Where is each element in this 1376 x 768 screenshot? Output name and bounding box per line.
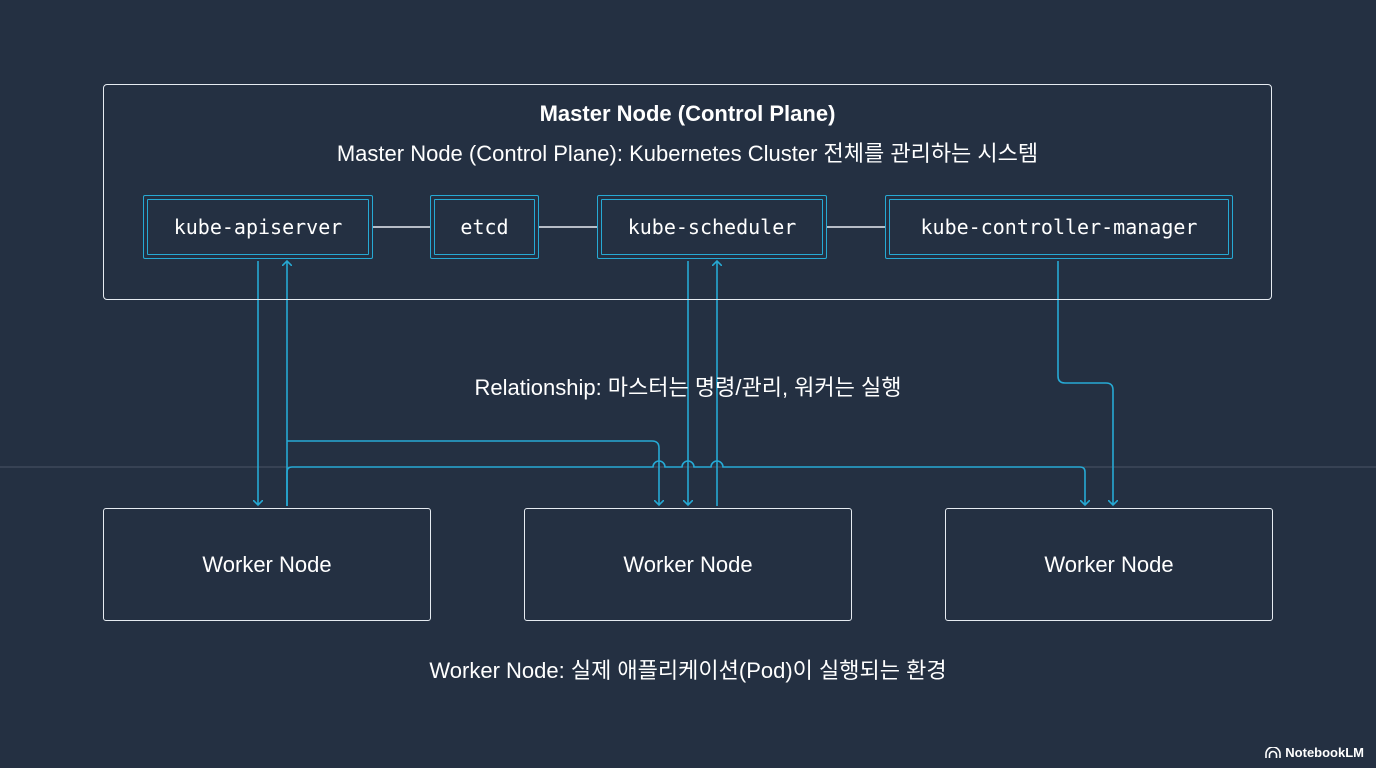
notebooklm-watermark: NotebookLM — [1265, 745, 1364, 760]
etcd-label: etcd — [434, 199, 535, 255]
worker-node-description: Worker Node: 실제 애플리케이션(Pod)이 실행되는 환경 — [429, 658, 947, 683]
etcd-box: etcd — [430, 195, 539, 259]
notebooklm-label: NotebookLM — [1285, 745, 1364, 760]
notebooklm-logo-icon — [1265, 746, 1282, 758]
master-node-title: Master Node (Control Plane) — [539, 101, 836, 126]
kube-apiserver-box: kube-apiserver — [143, 195, 373, 259]
master-node-box — [103, 84, 1272, 300]
relationship-label: Relationship: 마스터는 명령/관리, 워커는 실행 — [474, 375, 902, 400]
kube-scheduler-label: kube-scheduler — [601, 199, 823, 255]
kube-controller-manager-label: kube-controller-manager — [889, 199, 1229, 255]
worker-node-2: Worker Node — [524, 508, 852, 621]
kube-controller-manager-box: kube-controller-manager — [885, 195, 1233, 259]
kube-scheduler-box: kube-scheduler — [597, 195, 827, 259]
kube-apiserver-label: kube-apiserver — [147, 199, 369, 255]
master-node-description: Master Node (Control Plane): Kubernetes … — [336, 141, 1039, 166]
worker-node-3: Worker Node — [945, 508, 1273, 621]
worker-node-1: Worker Node — [103, 508, 431, 621]
